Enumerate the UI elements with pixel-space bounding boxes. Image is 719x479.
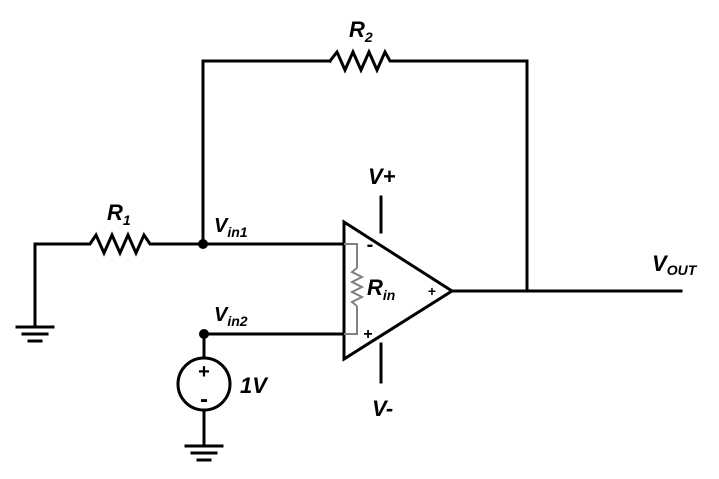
vout-label: VOUT <box>652 251 698 278</box>
source-minus-sign: - <box>200 386 208 413</box>
opamp-inverting-sign: - <box>367 234 374 256</box>
source-plus-sign: + <box>198 361 210 383</box>
resistor-r1 <box>80 231 205 257</box>
opamp-triangle <box>342 219 455 362</box>
ground-icon-bottom <box>184 444 224 462</box>
vplus-label: V+ <box>368 164 396 189</box>
rin-label: Rin <box>367 275 395 303</box>
r2-label: R2 <box>349 17 373 45</box>
ground-icon-left <box>15 325 55 343</box>
opamp-output-sign: + <box>428 283 436 299</box>
vin1-label: Vin1 <box>214 215 248 240</box>
feedback-wire-right <box>393 59 529 293</box>
opamp-noninverting-sign: + <box>363 326 372 343</box>
source-value-label: 1V <box>240 373 269 398</box>
rin-resistor <box>344 243 365 335</box>
vin1-node <box>198 239 208 249</box>
resistor-r2 <box>327 48 397 74</box>
vin2-node <box>199 329 209 339</box>
vminus-label: V- <box>372 396 393 421</box>
ground-wire-left <box>33 242 84 327</box>
r1-label: R1 <box>107 200 131 228</box>
vin2-wire <box>202 332 346 360</box>
vin2-label: Vin2 <box>214 304 248 329</box>
feedback-wire-left <box>201 59 332 246</box>
